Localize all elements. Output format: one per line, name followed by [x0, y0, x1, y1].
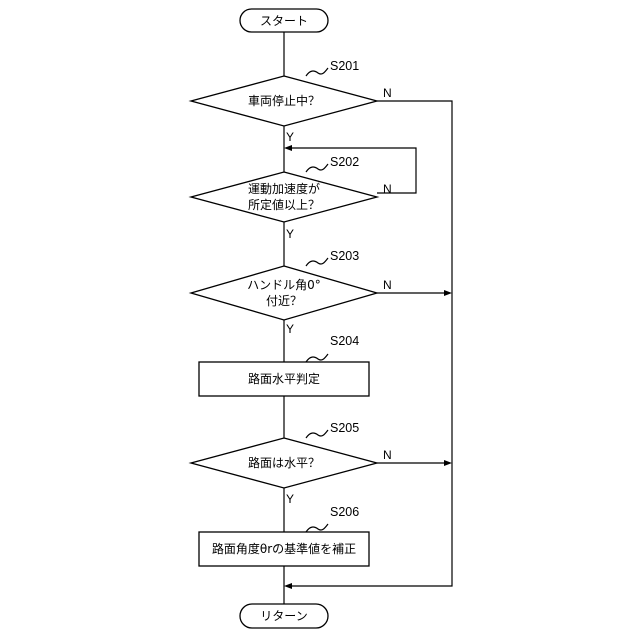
yes-label-s205: Y — [286, 492, 294, 506]
end-terminal: リターン — [240, 604, 328, 628]
decision-s203: ハンドル角0° 付近？ S203 N Y — [191, 249, 392, 336]
step-label-s201: S201 — [330, 59, 359, 73]
process-s204-text: 路面水平判定 — [248, 371, 320, 386]
yes-label-s202: Y — [286, 227, 294, 241]
step-label-s206: S206 — [330, 505, 359, 519]
decision-s202-shape — [191, 172, 377, 222]
step-label-s202: S202 — [330, 155, 359, 169]
step-label-s204: S204 — [330, 334, 359, 348]
decision-s205: 路面は水平？ S205 N Y — [191, 421, 392, 506]
decision-s203-text-line2: 付近？ — [266, 294, 302, 308]
arrowhead-s205-no — [444, 460, 452, 466]
no-label-s202: N — [383, 182, 392, 196]
step-label-s203: S203 — [330, 249, 359, 263]
arrowhead-bus-merge — [284, 583, 292, 589]
decision-s201-text: 車両停止中？ — [248, 93, 320, 108]
decision-s202-text-line1: 運動加速度が — [248, 181, 320, 196]
arrowhead-s203-no — [444, 290, 452, 296]
no-label-s205: N — [383, 448, 392, 462]
step-leader-s206 — [306, 524, 328, 532]
step-leader-s202 — [306, 164, 328, 172]
step-leader-s204 — [306, 354, 328, 362]
decision-s205-text: 路面は水平？ — [248, 455, 320, 470]
decision-s202-text-line2: 所定値以上？ — [248, 197, 320, 212]
decision-s203-text-line1: ハンドル角0° — [247, 278, 321, 292]
yes-label-s201: Y — [286, 130, 294, 144]
process-s206-text: 路面角度θrの基準値を補正 — [212, 541, 356, 556]
step-label-s205: S205 — [330, 421, 359, 435]
step-leader-s203 — [306, 258, 328, 266]
arrowhead-loop-s202 — [284, 145, 292, 151]
end-terminal-label: リターン — [260, 609, 307, 623]
start-terminal: スタート — [240, 9, 328, 32]
decision-s203-shape — [191, 266, 377, 320]
step-leader-s205 — [306, 430, 328, 438]
decision-s201: 車両停止中？ S201 N Y — [191, 59, 392, 144]
yes-label-s203: Y — [286, 322, 294, 336]
no-label-s203: N — [383, 278, 392, 292]
no-label-s201: N — [383, 86, 392, 100]
decision-s202: 運動加速度が 所定値以上？ S202 N Y — [191, 155, 392, 241]
step-leader-s201 — [306, 68, 328, 76]
start-terminal-label: スタート — [260, 14, 308, 28]
bypass-bus — [290, 101, 452, 586]
